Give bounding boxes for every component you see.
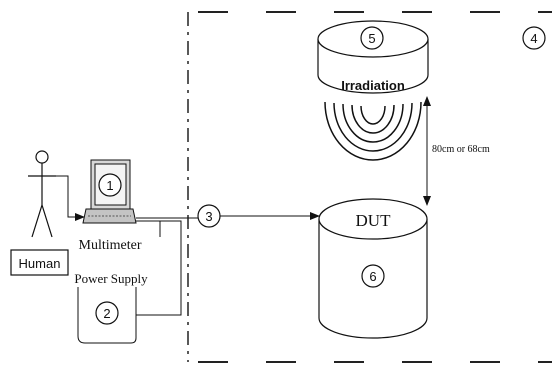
marker-1-label: 1 [106, 178, 113, 193]
power-supply-label: Power Supply [74, 271, 148, 286]
radiation-waves-icon [325, 102, 421, 160]
multimeter-label: Multimeter [79, 238, 142, 253]
marker-3-label: 3 [205, 209, 212, 224]
dut-label: DUT [356, 211, 392, 230]
distance-label: 80cm or 68cm [432, 144, 490, 155]
human-to-multimeter-arrow [56, 176, 84, 217]
marker-4-label: 4 [530, 31, 537, 46]
human-figure [28, 151, 56, 237]
human-label: Human [19, 256, 61, 271]
marker-6-label: 6 [369, 269, 376, 284]
irradiation-label: Irradiation [341, 78, 405, 93]
marker-5-label: 5 [368, 31, 375, 46]
marker-2-label: 2 [103, 306, 110, 321]
